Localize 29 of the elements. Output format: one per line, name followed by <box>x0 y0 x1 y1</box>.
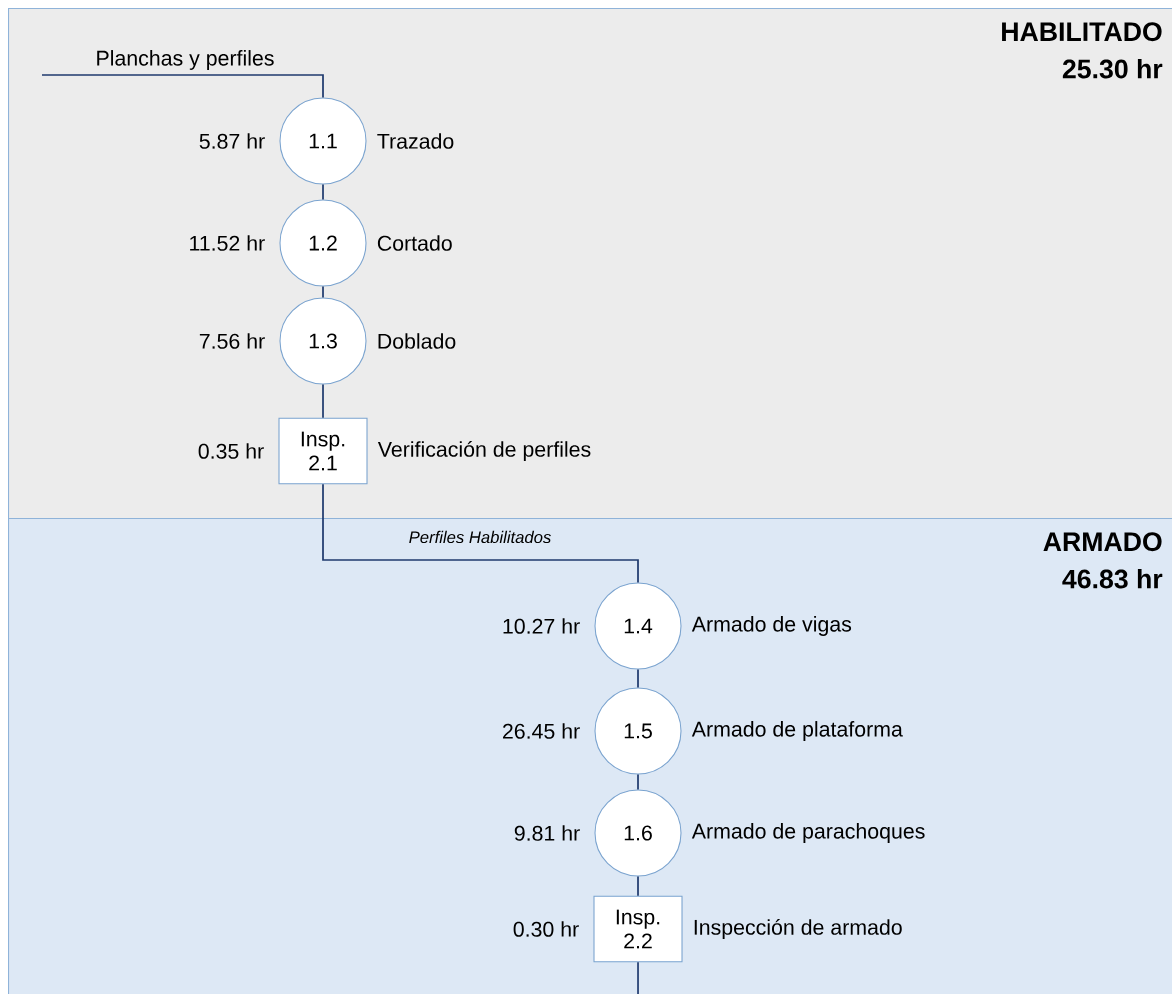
duration-label: 0.35 hr <box>198 443 264 459</box>
duration-label: 7.56 hr <box>199 333 265 349</box>
flow-line <box>637 875 639 897</box>
flow-line <box>41 74 324 99</box>
operation-label: Armado de plataforma <box>691 721 903 741</box>
operation-label: Inspección de armado <box>694 918 902 940</box>
operation-label: Verificación de perfiles <box>377 440 591 462</box>
flow-line <box>322 183 324 201</box>
duration-label: 11.52 hr <box>190 235 265 251</box>
duration-label: 10.27 hr <box>503 618 580 634</box>
duration-label: 26.45 hr <box>503 723 580 739</box>
flow-line <box>322 285 324 299</box>
duration-label: 5.87 hr <box>199 133 265 149</box>
duration-label: 9.81 hr <box>514 825 580 841</box>
duration-label: 0.30 hr <box>513 921 579 937</box>
operation-label: Armado de vigas <box>691 616 852 636</box>
operation-label: Doblado <box>378 333 456 349</box>
inspection-box: Insp. 2.1 <box>278 417 368 485</box>
flow-line <box>322 383 324 419</box>
flow-line <box>637 773 639 791</box>
operation-label: Armado de parachoques <box>691 823 925 843</box>
operation-label: Cortado <box>377 235 452 251</box>
edge-label: Planchas y perfiles <box>97 50 274 70</box>
operation-label: Trazado <box>377 133 454 149</box>
flow-line <box>322 483 639 584</box>
edge-label: Perfiles Habilitados <box>409 530 551 544</box>
flow-line <box>637 961 639 994</box>
flow-line <box>637 668 639 689</box>
inspection-box: Insp. 2.2 <box>593 895 683 963</box>
